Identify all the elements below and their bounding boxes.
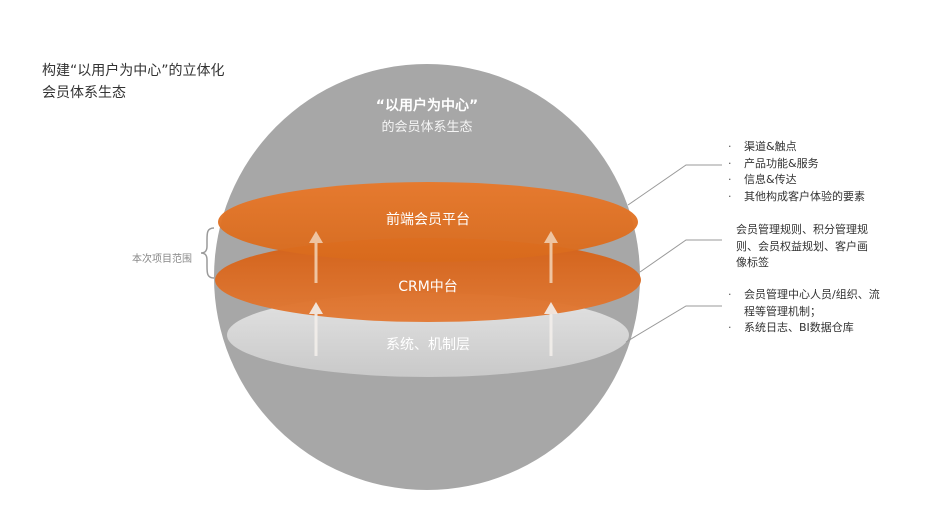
scope-brace-icon xyxy=(200,227,215,279)
list-item: · 会员管理中心人员/组织、流 程等管理机制； xyxy=(728,288,880,318)
bullet-icon: · xyxy=(728,140,732,153)
arrow-left-upper xyxy=(309,231,323,283)
frontend-layer xyxy=(218,182,638,262)
bullet-icon: · xyxy=(728,288,732,301)
bullet-icon: · xyxy=(728,173,732,186)
system-notes: · 会员管理中心人员/组织、流 程等管理机制； · 系统日志、BI数据仓库 xyxy=(728,287,880,337)
diagram-heading: 构建“以用户为中心”的立体化 会员体系生态 xyxy=(42,60,225,104)
connector-system xyxy=(625,305,722,343)
connector-crm xyxy=(639,239,722,273)
connector-frontend xyxy=(627,164,722,206)
crm-note-line: 则、会员权益规划、客户画 xyxy=(736,239,868,253)
crm-note-line: 会员管理规则、积分管理规 xyxy=(736,223,868,236)
list-item: ·渠道&触点 xyxy=(728,139,865,156)
sphere-title: “以用户为中心” xyxy=(376,97,478,114)
scope-label: 本次项目范围 xyxy=(132,254,192,265)
arrow-right-lower xyxy=(544,302,558,356)
arrow-left-lower xyxy=(309,302,323,356)
crm-notes: 会员管理规则、积分管理规 则、会员权益规划、客户画 像标签 xyxy=(736,222,868,272)
system-layer-label: 系统、机制层 xyxy=(386,337,470,353)
list-item: ·产品功能&服务 xyxy=(728,156,865,173)
list-item: ·其他构成客户体验的要素 xyxy=(728,189,865,206)
heading-line-1: 构建“以用户为中心”的立体化 xyxy=(42,63,225,79)
crm-layer-label: CRM中台 xyxy=(398,279,458,295)
crm-layer xyxy=(215,238,641,322)
arrow-right-upper xyxy=(544,231,558,283)
list-item: · 系统日志、BI数据仓库 xyxy=(728,320,880,337)
bullet-icon: · xyxy=(728,321,732,334)
list-item: ·信息&传达 xyxy=(728,172,865,189)
heading-line-2: 会员体系生态 xyxy=(42,85,126,101)
bullet-icon: · xyxy=(728,156,732,170)
sphere-subtitle: 的会员体系生态 xyxy=(381,119,472,135)
frontend-layer-label: 前端会员平台 xyxy=(386,211,470,228)
bullet-icon: · xyxy=(728,189,732,203)
frontend-notes: ·渠道&触点 ·产品功能&服务 ·信息&传达 ·其他构成客户体验的要素 xyxy=(728,139,865,205)
crm-note-line: 像标签 xyxy=(736,256,769,269)
